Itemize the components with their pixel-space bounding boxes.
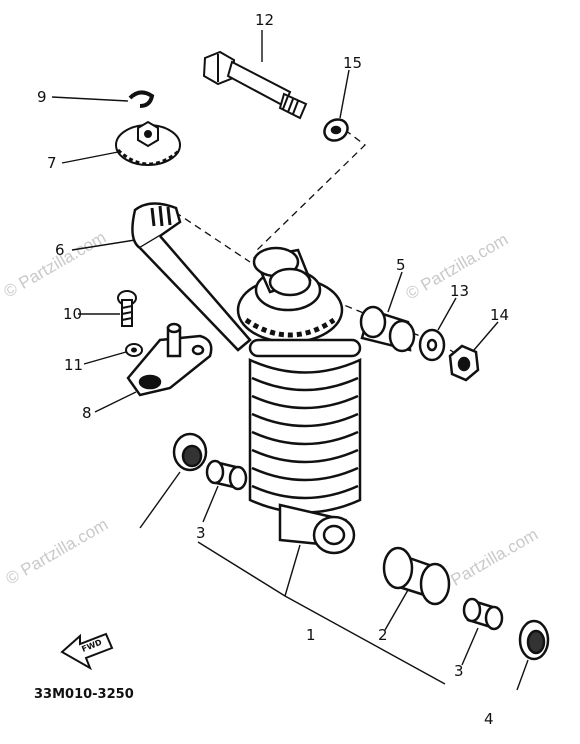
callout-10: 11 (64, 356, 83, 374)
arm-5 (131, 202, 252, 352)
callout-13: 14 (490, 306, 509, 324)
nut-13 (448, 344, 480, 382)
callout-3-right: 3 (454, 662, 464, 680)
washer-12 (418, 328, 446, 362)
shock-absorber-1 (236, 268, 362, 555)
callout-2: 2 (378, 626, 388, 644)
part-code: 33M010-3250 (34, 687, 134, 702)
callout-5: 6 (55, 241, 65, 259)
watermark-3: © Partzilla.com (3, 515, 112, 589)
callout-12: 13 (450, 282, 469, 300)
leader-lines (51, 30, 529, 691)
callout-7: 8 (82, 404, 92, 422)
callout-1: 1 (306, 626, 316, 644)
bolt-9 (117, 290, 137, 327)
adjuster-nut-6 (115, 120, 181, 166)
collar-4 (359, 305, 416, 353)
bolt-11 (202, 50, 308, 120)
bracket-7 (126, 322, 213, 397)
callout-15: 15 (343, 54, 362, 72)
callout-8: 9 (37, 88, 47, 106)
collar-3-right (462, 597, 504, 631)
circlip-8 (128, 90, 155, 108)
callout-9: 10 (63, 305, 82, 323)
callout-14: 4 (484, 710, 494, 728)
callout-11: 12 (255, 11, 274, 29)
bush-2 (382, 546, 451, 606)
upper-collar (252, 246, 312, 297)
washer-10 (125, 343, 143, 357)
callout-labels: 12 15 9 7 6 10 11 8 5 13 14 3 1 2 3 4 (37, 11, 509, 728)
callout-3-left: 3 (196, 524, 206, 542)
callout-4: 5 (396, 256, 406, 274)
collar-3-left (205, 459, 248, 491)
watermark-1: © Partzilla.com (1, 228, 110, 302)
washer-15 (323, 118, 349, 142)
callout-6: 7 (47, 154, 57, 172)
dust-seal-left (172, 432, 208, 472)
dust-seal-14 (518, 619, 550, 661)
fwd-arrow: FWD (60, 632, 114, 671)
